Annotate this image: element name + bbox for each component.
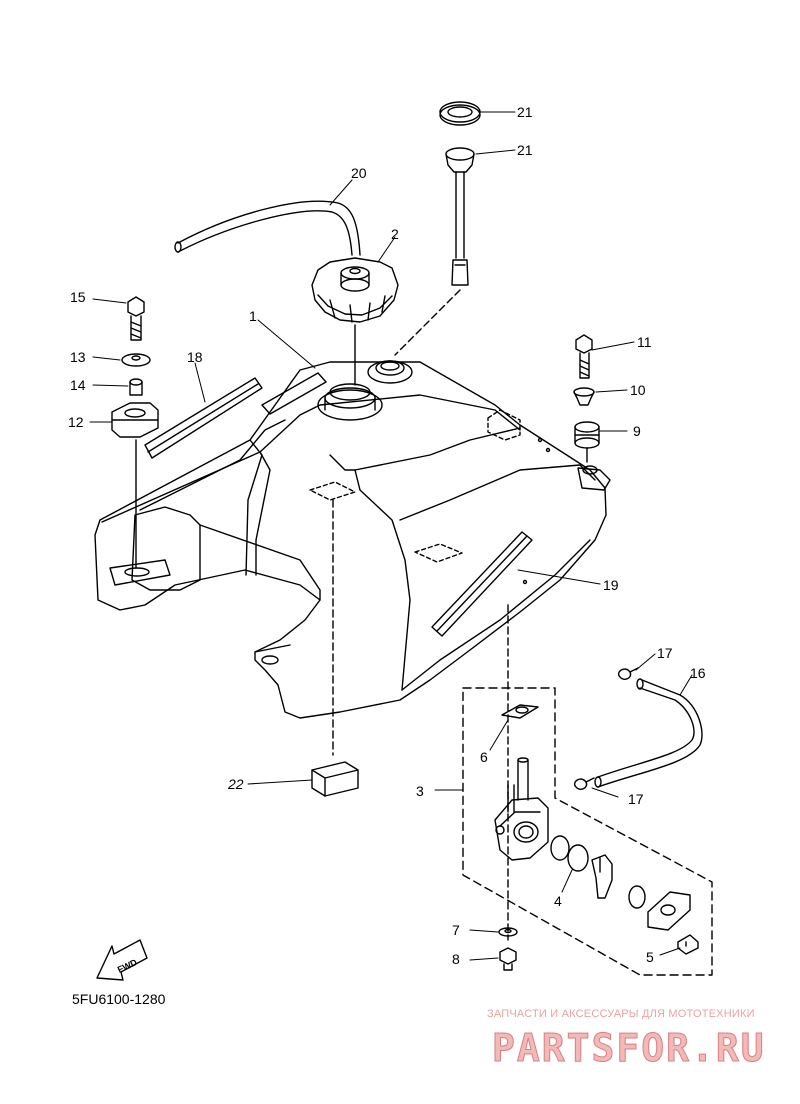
collar-14 <box>129 378 143 396</box>
lever-4 <box>591 854 613 899</box>
callout-6: 6 <box>480 749 488 765</box>
gauge-gasket <box>439 101 481 126</box>
callout-15: 15 <box>70 289 86 305</box>
fuel-hose-16 <box>594 678 703 788</box>
filler-neck <box>317 383 383 421</box>
callout-4: 4 <box>554 893 562 909</box>
rubber-strip-left <box>144 377 263 459</box>
o-ring-4 <box>550 835 589 872</box>
callout-8: 8 <box>452 951 460 967</box>
callout-21-left: 18 <box>187 349 203 365</box>
callout-5: 5 <box>646 949 654 965</box>
callout-12: 12 <box>68 414 84 430</box>
fuel-cock-body <box>494 757 549 861</box>
callout-14: 14 <box>70 377 86 393</box>
fuel-tank-body <box>94 361 611 719</box>
callout-17-top: 17 <box>657 645 673 661</box>
hose-clip-17-top <box>618 667 639 680</box>
leader-lines <box>89 111 693 961</box>
diagram-code: 5FU6100-1280 <box>72 991 166 1007</box>
watermark-tagline: ЗАПЧАСТИ И АКСЕССУАРЫ ДЛЯ МОТОТЕХНИКИ <box>487 1008 755 1020</box>
callout-19: 21 <box>517 142 533 158</box>
callout-7: 7 <box>452 922 460 938</box>
damper-9 <box>574 421 600 449</box>
fuel-cap <box>311 257 399 323</box>
callout-16: 16 <box>690 665 706 681</box>
drain-bolt-8 <box>499 947 517 971</box>
fuel-cock-assembly-outline <box>462 687 713 976</box>
gauge-hole <box>367 360 413 384</box>
gauge-guide-line <box>394 289 461 356</box>
rubber-strip-right <box>431 531 533 637</box>
rubber-strip-top <box>261 372 327 415</box>
callout-20: 21 <box>517 104 533 120</box>
screw-5 <box>677 934 699 955</box>
callout-11: 11 <box>637 334 652 350</box>
callout-3: 3 <box>416 783 424 799</box>
washer-7 <box>498 927 518 937</box>
fwd-arrow-icon <box>96 939 148 981</box>
damper-12 <box>111 402 159 438</box>
callout-9: 9 <box>633 423 641 439</box>
bolt-15 <box>127 296 145 341</box>
callout-17-bottom: 17 <box>628 791 644 807</box>
collar-10 <box>573 387 595 406</box>
callout-22: 22 <box>227 776 244 792</box>
fuel-gauge <box>445 147 475 286</box>
bolt-11 <box>575 334 593 379</box>
damper-block-22 <box>311 761 359 797</box>
callout-21-right: 19 <box>603 577 619 593</box>
washer-13 <box>121 353 151 367</box>
watermark-brand: PARTSFOR.RU <box>492 1026 766 1071</box>
plate-5 <box>647 891 691 931</box>
filter-screen-6 <box>501 704 539 719</box>
hose-clip-17-bottom <box>574 777 595 790</box>
breather-hose <box>174 200 361 256</box>
o-ring-small <box>628 885 646 909</box>
callout-numbers: 21 21 20 2 1 15 13 14 12 18 11 10 9 19 1… <box>68 104 706 975</box>
callout-1: 1 <box>249 308 257 324</box>
callout-10: 10 <box>630 382 646 398</box>
callout-18: 20 <box>351 165 367 181</box>
fwd-label: FWD <box>116 957 139 975</box>
callout-13: 13 <box>70 349 86 365</box>
callout-2: 2 <box>391 226 399 242</box>
